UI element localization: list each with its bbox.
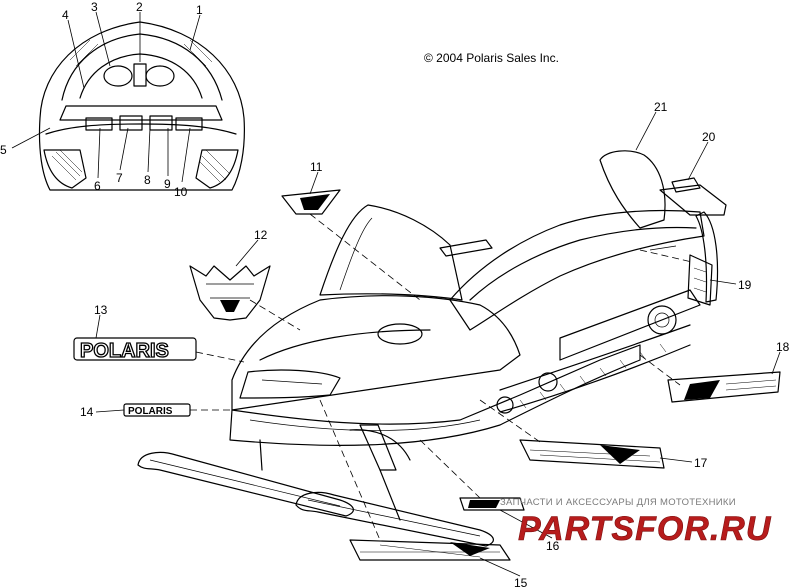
- decal-12: [189, 265, 271, 321]
- decal-20: [671, 177, 701, 193]
- decal-11: [281, 189, 341, 215]
- callout-8: 8: [144, 173, 151, 187]
- decal-13: POLARIS: [73, 337, 197, 363]
- callout-21: 21: [654, 100, 668, 114]
- watermark: ЗАПЧАСТИ И АКСЕССУАРЫ ДЛЯ МОТОТЕХНИКИ PA…: [500, 497, 772, 548]
- callout-15: 15: [514, 576, 528, 588]
- leader-lines: [11, 11, 781, 577]
- decal-14: POLARIS: [123, 403, 191, 417]
- callout-5: 5: [0, 143, 7, 157]
- decal-16: [459, 497, 525, 511]
- callout-14: 14: [80, 405, 94, 419]
- hood-dash-inset: [38, 21, 245, 191]
- callout-16: 16: [546, 539, 560, 553]
- callout-3: 3: [91, 0, 98, 14]
- callout-18: 18: [776, 340, 790, 354]
- snowmobile-body: [137, 150, 727, 547]
- callout-20: 20: [702, 130, 716, 144]
- callout-1: 1: [196, 3, 203, 17]
- callout-13: 13: [94, 303, 108, 317]
- callout-10: 10: [174, 185, 188, 199]
- callout-9: 9: [164, 177, 171, 191]
- watermark-logo: PARTSFOR.RU: [518, 510, 772, 548]
- callout-12: 12: [254, 228, 268, 242]
- callout-19: 19: [738, 278, 752, 292]
- callout-6: 6: [94, 179, 101, 193]
- copyright-text: © 2004 Polaris Sales Inc.: [424, 51, 559, 65]
- callout-4: 4: [62, 8, 69, 22]
- callout-17: 17: [694, 456, 708, 470]
- watermark-caption: ЗАПЧАСТИ И АКСЕССУАРЫ ДЛЯ МОТОТЕХНИКИ: [500, 497, 736, 508]
- callout-2: 2: [136, 0, 143, 14]
- decal-13-text: POLARIS: [80, 340, 169, 362]
- decal-21: [649, 245, 677, 251]
- decal-14-text: POLARIS: [128, 406, 173, 417]
- decal-19: [687, 254, 713, 306]
- decal-15: [349, 539, 511, 561]
- callout-7: 7: [116, 171, 123, 185]
- decal-17: [519, 439, 665, 469]
- decal-18: [667, 371, 781, 403]
- callout-11: 11: [310, 160, 323, 174]
